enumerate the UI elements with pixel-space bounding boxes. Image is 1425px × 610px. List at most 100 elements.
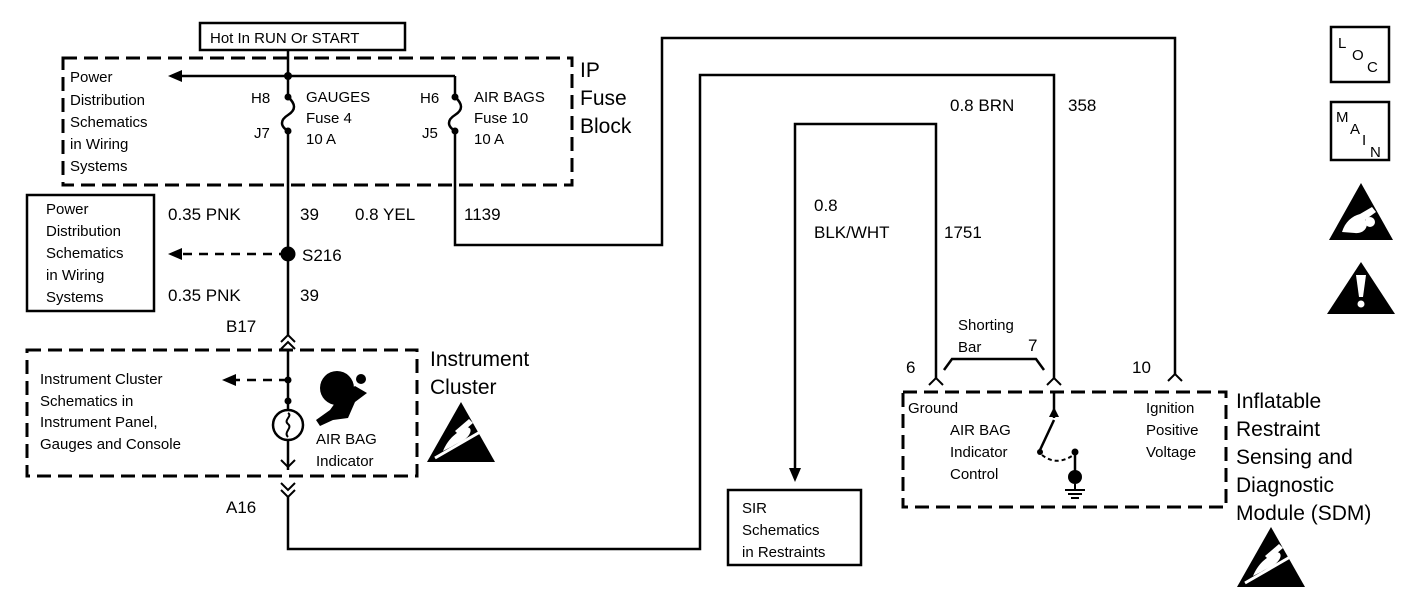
cluster-schematic-reference: Instrument Cluster Schematics in Instrum… — [40, 371, 181, 453]
svg-text:1139: 1139 — [464, 205, 501, 224]
svg-text:A: A — [1350, 121, 1360, 138]
svg-text:SIR: SIR — [742, 500, 767, 517]
svg-text:I: I — [1362, 132, 1366, 149]
fuse-block-pd-reference: Power Distribution Schematics in Wiring … — [70, 69, 148, 175]
airbag-fuse: H6 J5 AIR BAGS Fuse 10 10 A — [420, 89, 545, 148]
wire-pnk-39 — [168, 131, 290, 335]
svg-text:10 A: 10 A — [474, 131, 504, 148]
caution-icon[interactable] — [1327, 262, 1395, 314]
svg-text:Control: Control — [950, 466, 998, 483]
svg-text:Indicator: Indicator — [316, 453, 374, 470]
svg-text:Bar: Bar — [958, 339, 981, 356]
airbag-warning-icon[interactable] — [1329, 183, 1393, 240]
svg-text:in Wiring: in Wiring — [46, 267, 104, 284]
svg-text:Gauges and Console: Gauges and Console — [40, 436, 181, 453]
svg-text:O: O — [1352, 47, 1364, 64]
svg-text:Instrument Cluster: Instrument Cluster — [40, 371, 163, 388]
svg-text:Schematics: Schematics — [46, 245, 124, 262]
svg-text:A16: A16 — [226, 498, 256, 517]
svg-text:Shorting: Shorting — [958, 317, 1014, 334]
svg-text:Distribution: Distribution — [46, 223, 121, 240]
fuse-bus — [168, 50, 457, 96]
svg-text:1751: 1751 — [944, 223, 982, 242]
svg-text:Fuse: Fuse — [580, 87, 627, 110]
wire-label-brn: 0.8 BRN 358 — [950, 96, 1096, 115]
sdm-title: Inflatable Restraint Sensing and Diagnos… — [1236, 390, 1371, 525]
svg-text:Schematics in: Schematics in — [40, 393, 133, 410]
svg-text:39: 39 — [300, 286, 319, 305]
svg-text:Positive: Positive — [1146, 422, 1199, 439]
svg-text:Block: Block — [580, 115, 632, 138]
svg-text:Diagnostic: Diagnostic — [1236, 474, 1334, 497]
svg-text:Restraint: Restraint — [1236, 418, 1320, 441]
svg-text:Hot In RUN Or START: Hot In RUN Or START — [210, 30, 359, 47]
svg-text:Instrument Panel,: Instrument Panel, — [40, 414, 158, 431]
wire-blk-wht-1751: 0.8 BLK/WHT 1751 — [789, 122, 982, 482]
svg-text:AIR BAGS: AIR BAGS — [474, 89, 545, 106]
svg-text:Systems: Systems — [46, 289, 104, 306]
svg-text:Schematics: Schematics — [70, 114, 148, 131]
svg-text:Fuse 10: Fuse 10 — [474, 110, 528, 127]
indicator-lamp-icon — [271, 408, 305, 442]
cluster-title: Instrument Cluster — [430, 348, 529, 399]
svg-text:BLK/WHT: BLK/WHT — [814, 223, 890, 242]
wire-358-return — [286, 73, 1056, 551]
svg-text:AIR BAG: AIR BAG — [950, 422, 1011, 439]
svg-text:10 A: 10 A — [306, 131, 336, 148]
svg-text:GAUGES: GAUGES — [306, 89, 370, 106]
airbag-person-icon — [316, 371, 367, 426]
instrument-cluster-box — [25, 348, 419, 478]
connector-b17: B17 — [226, 317, 296, 350]
svg-text:C: C — [1367, 59, 1378, 76]
svg-text:6: 6 — [906, 358, 915, 377]
svg-text:N: N — [1370, 144, 1381, 161]
wire-yel-1139: 0.8 YEL 1139 — [355, 36, 1177, 374]
svg-text:Power: Power — [70, 69, 113, 86]
gauges-fuse: H8 J7 GAUGES Fuse 4 10 A — [251, 76, 370, 148]
svg-text:L: L — [1338, 35, 1346, 52]
indicator-control-switch — [1037, 392, 1082, 484]
loc-button[interactable]: L O C — [1329, 25, 1391, 84]
connector-pins: 6 7 10 — [906, 336, 1183, 386]
wire-label-pnk-upper: 0.35 PNK 39 — [168, 205, 319, 224]
sdm-labels: Ground AIR BAG Indicator Control Ignitio… — [908, 400, 1199, 483]
svg-text:Power: Power — [46, 201, 89, 218]
svg-text:Fuse 4: Fuse 4 — [306, 110, 352, 127]
svg-text:H6: H6 — [420, 90, 439, 107]
svg-text:0.35 PNK: 0.35 PNK — [168, 286, 241, 305]
svg-text:Sensing and: Sensing and — [1236, 446, 1353, 469]
svg-text:Ground: Ground — [908, 400, 958, 417]
svg-text:S216: S216 — [302, 246, 342, 265]
svg-text:Schematics: Schematics — [742, 522, 820, 539]
svg-text:0.8 YEL: 0.8 YEL — [355, 205, 415, 224]
svg-text:Indicator: Indicator — [950, 444, 1008, 461]
svg-text:Voltage: Voltage — [1146, 444, 1196, 461]
sdm-box — [901, 390, 1228, 509]
svg-text:Module (SDM): Module (SDM) — [1236, 502, 1371, 525]
ip-fuse-block — [61, 56, 574, 187]
svg-text:0.8: 0.8 — [814, 196, 838, 215]
airbag-indicator-label: AIR BAG Indicator — [316, 431, 377, 470]
svg-text:Systems: Systems — [70, 158, 128, 175]
svg-text:358: 358 — [1068, 96, 1096, 115]
main-button[interactable]: M A I N — [1329, 100, 1391, 162]
svg-text:AIR BAG: AIR BAG — [316, 431, 377, 448]
svg-text:B17: B17 — [226, 317, 256, 336]
sir-reference-box: SIR Schematics in Restraints — [726, 488, 863, 567]
svg-text:Inflatable: Inflatable — [1236, 390, 1321, 413]
svg-text:J7: J7 — [254, 125, 270, 142]
shorting-bar: Shorting Bar — [942, 317, 1046, 371]
ground-icon — [1065, 484, 1085, 499]
svg-text:H8: H8 — [251, 90, 270, 107]
svg-text:Ignition: Ignition — [1146, 400, 1194, 417]
pd-reference-box: Power Distribution Schematics in Wiring … — [25, 193, 156, 313]
hot-in-run-label: Hot In RUN Or START — [198, 21, 407, 52]
svg-text:Distribution: Distribution — [70, 92, 145, 109]
svg-text:in Restraints: in Restraints — [742, 544, 825, 561]
splice-s216: S216 — [280, 246, 342, 265]
svg-text:0.8 BRN: 0.8 BRN — [950, 96, 1014, 115]
svg-text:Cluster: Cluster — [430, 376, 497, 399]
svg-text:J5: J5 — [422, 125, 438, 142]
svg-text:7: 7 — [1028, 336, 1037, 355]
svg-text:Instrument: Instrument — [430, 348, 529, 371]
